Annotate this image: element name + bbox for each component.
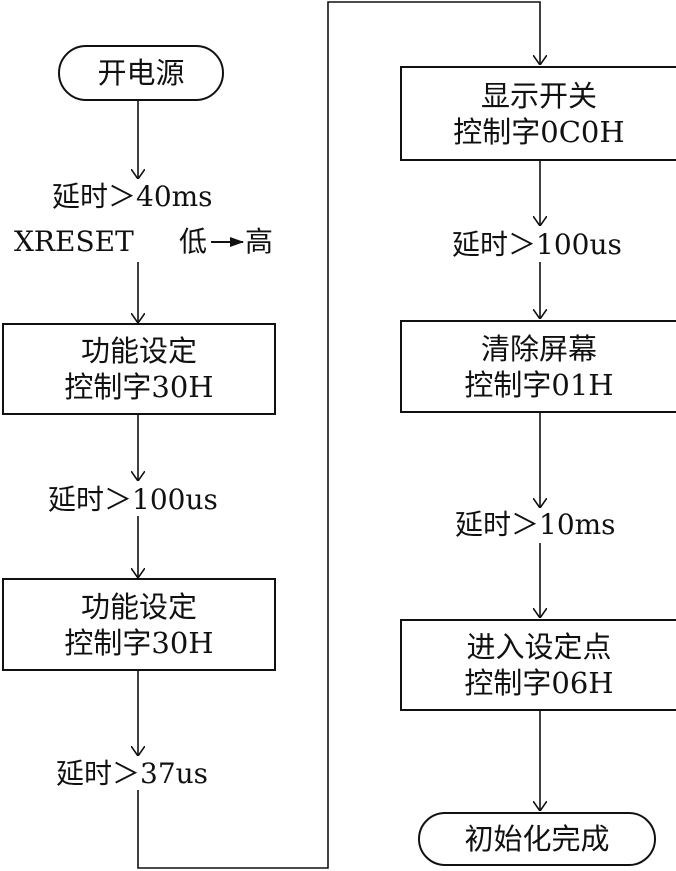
display-switch-box: 显示开关 控制字0C0H [400,66,676,161]
clear-screen-box: 清除屏幕 控制字01H [400,320,676,413]
delay-100us-right-label: 延时＞100us [452,228,622,261]
function-set-2-code: 控制字30H [64,625,214,660]
xreset-low-label: 低 [179,225,208,258]
start-node: 开电源 [58,45,224,101]
function-set-2-title: 功能设定 [80,589,197,624]
entry-mode-code: 控制字06H [464,666,614,700]
clear-screen-code: 控制字01H [464,367,614,402]
delay-37us-label: 延时＞37us [56,757,209,790]
function-set-1-title: 功能设定 [80,334,197,368]
display-switch-title: 显示开关 [480,78,597,113]
function-set-box-1: 功能设定 控制字30H [2,323,276,415]
xreset-high-label: 高 [245,225,274,258]
display-switch-code: 控制字0C0H [453,114,625,149]
delay-100us-label: 延时＞100us [48,483,218,516]
delay-40ms-label: 延时＞40ms [52,180,213,213]
clear-screen-title: 清除屏幕 [480,331,597,366]
end-node: 初始化完成 [418,812,656,866]
entry-mode-box: 进入设定点 控制字06H [400,619,676,711]
delay-10ms-label: 延时＞10ms [455,508,616,541]
function-set-1-code: 控制字30H [64,370,214,404]
connector-left-to-right [137,1,540,869]
end-node-label: 初始化完成 [464,822,610,856]
function-set-box-2: 功能设定 控制字30H [2,578,276,671]
entry-mode-title: 进入设定点 [466,630,612,664]
xreset-label: XRESET [14,225,134,258]
start-node-label: 开电源 [97,56,185,90]
